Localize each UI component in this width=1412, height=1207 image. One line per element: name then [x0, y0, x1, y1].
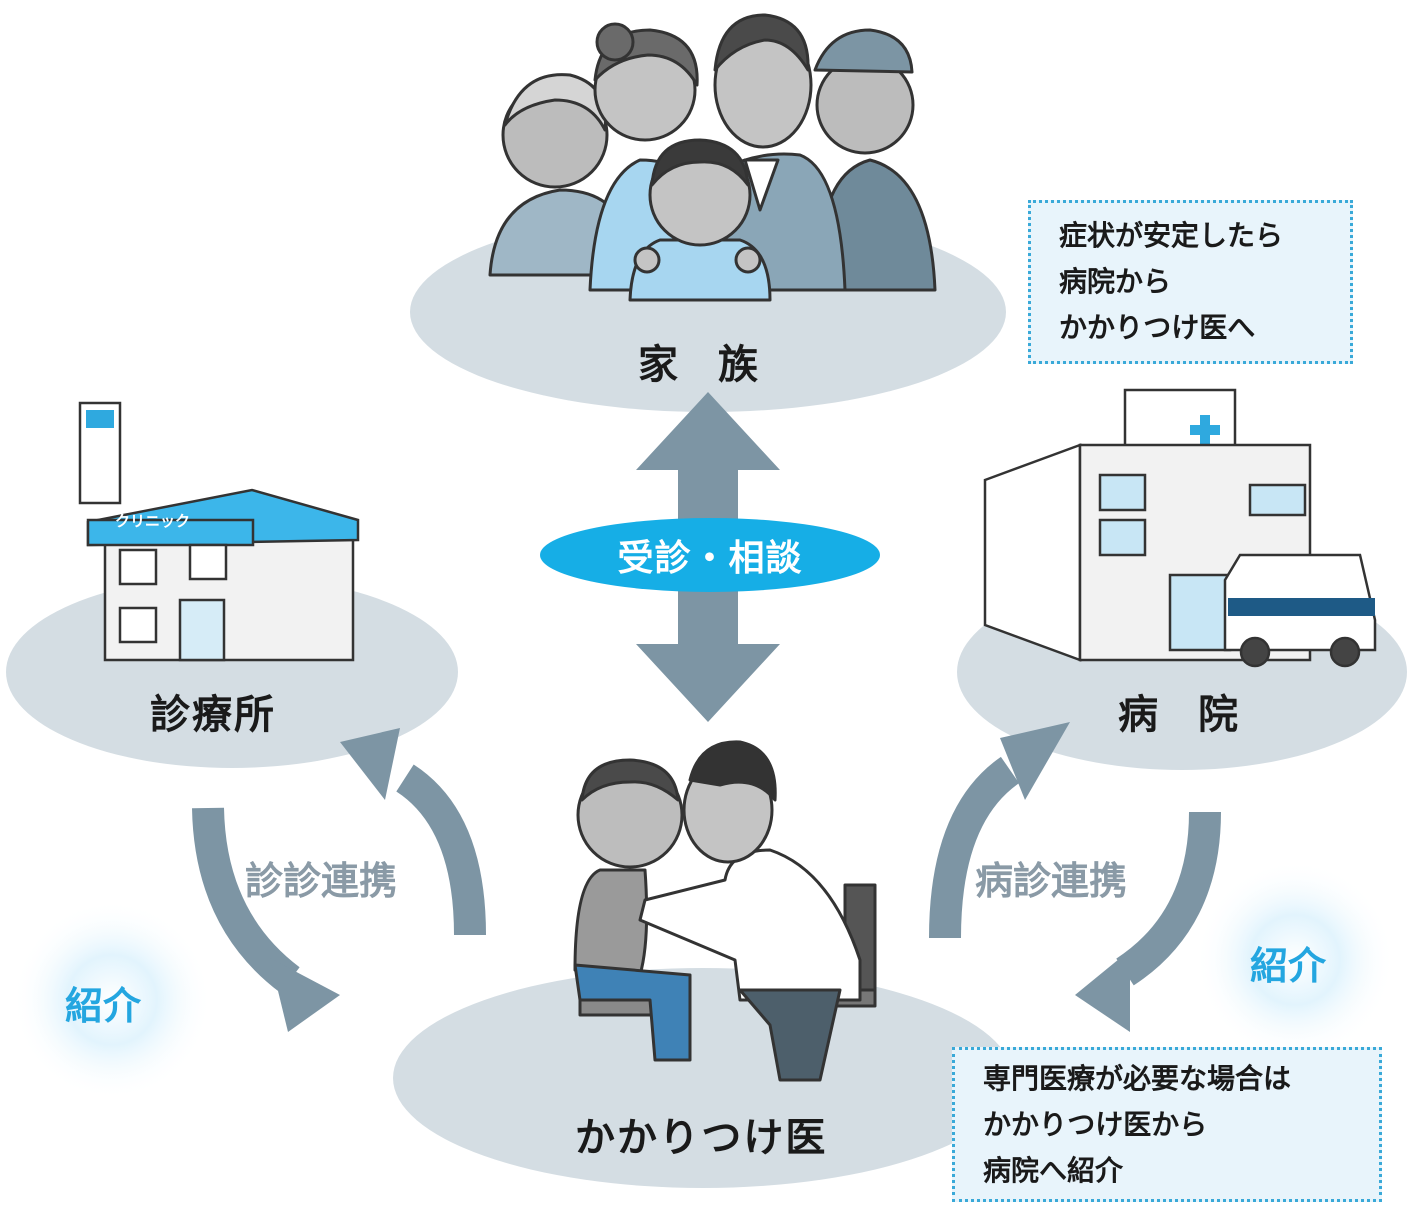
clinic-link-label: 診診連携 [245, 859, 398, 903]
hospital-label-part-2: 院 [1198, 692, 1240, 738]
note-specialist: 専門医療が必要な場合は かかりつけ医から 病院へ紹介 [952, 1047, 1382, 1202]
clinic-illustration [78, 401, 360, 662]
note-stable-line: かかりつけ医へ [1059, 311, 1256, 344]
consult-pill: 受診・相談 [540, 518, 880, 592]
hospital-illustration [983, 388, 1377, 668]
hospital-label-part-1: 病 [1118, 692, 1160, 738]
consult-arrow [636, 392, 780, 722]
intro-right-label: 紹介 [1250, 944, 1327, 988]
hospital-link-label: 病診連携 [975, 859, 1128, 903]
doctor-patient-illustration [573, 740, 877, 1082]
hospital-label: 病院 [1118, 682, 1240, 740]
note-specialist-line: 専門医療が必要な場合は [983, 1062, 1292, 1095]
family-label-part-1: 家 [638, 342, 680, 388]
family-label: 家族 [638, 332, 760, 390]
family-illustration [488, 13, 937, 302]
hospital-arrowhead-up [1000, 722, 1070, 800]
note-specialist-line: かかりつけ医から [983, 1108, 1208, 1141]
note-stable-line: 症状が安定したら [1059, 219, 1284, 252]
family-label-part-2: 族 [718, 342, 760, 388]
intro-left-label: 紹介 [65, 984, 142, 1028]
note-specialist-line: 病院へ紹介 [983, 1154, 1124, 1187]
hospital-link-arrows [929, 756, 1221, 986]
intro-left-glow [12, 900, 212, 1100]
gp-label: かかりつけ医 [575, 1115, 828, 1161]
note-stable: 症状が安定したら 病院から かかりつけ医へ [1028, 200, 1353, 364]
clinic-arrowhead-down [270, 958, 340, 1032]
intro-right-glow [1195, 860, 1395, 1060]
clinic-arrowhead-up [340, 728, 400, 800]
gp-platform [393, 968, 1013, 1188]
note-stable-line: 病院から [1059, 265, 1172, 298]
clinic-sign-text: クリニック [115, 512, 191, 530]
hospital-arrowhead-down [1075, 950, 1130, 1032]
clinic-label: 診療所 [150, 692, 276, 738]
